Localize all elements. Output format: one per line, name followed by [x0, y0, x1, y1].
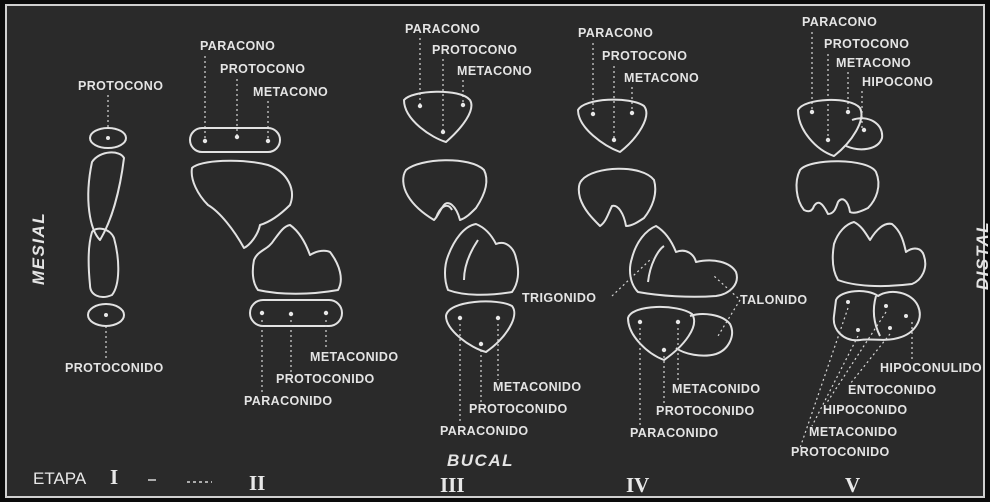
stage-5-entoconido-label: ENTOCONIDO — [848, 383, 937, 397]
stage-5-protocono-label: PROTOCONO — [824, 37, 909, 51]
stage-3-upper-cusps — [403, 90, 473, 143]
stage-1-lower-tooth — [87, 227, 120, 298]
stage-4-metacono-label: METACONO — [624, 71, 699, 85]
stage-4-protoconido-label: PROTOCONIDO — [656, 404, 755, 418]
stage-1-protoconido-label: PROTOCONIDO — [65, 361, 164, 375]
stage-4-group: PARACONO PROTOCONO METACONO TRIGONIDO TA… — [522, 26, 808, 440]
stage-5-metacono-label: METACONO — [836, 56, 911, 70]
stage-3-numeral: III — [440, 473, 465, 497]
stage-5-protoconido-label: PROTOCONIDO — [791, 445, 890, 459]
stage-3-paraconido-label: PARACONIDO — [440, 424, 529, 438]
stage-2-upper-tooth — [190, 159, 293, 249]
stage-4-paracono-label: PARACONO — [578, 26, 653, 40]
stage-3-protoconido-label: PROTOCONIDO — [469, 402, 568, 416]
stage-2-paraconido-label: PARACONIDO — [244, 394, 333, 408]
stage-5-lower-cusps — [832, 290, 921, 342]
stage-4-trigonido-label: TRIGONIDO — [522, 291, 596, 305]
stage-3-metacono-label: METACONO — [457, 64, 532, 78]
stage-3-protocono-label: PROTOCONO — [432, 43, 517, 57]
stage-5-hypocone — [845, 117, 884, 151]
bucal-label: BUCAL — [447, 451, 514, 470]
stage-2-metaconido-label: METACONIDO — [310, 350, 399, 364]
stage-4-upper-cusps — [577, 98, 648, 153]
stage-5-paracono-label: PARACONO — [802, 15, 877, 29]
stage-3-lower-cusps — [445, 300, 516, 353]
stage-3-upper-tooth — [402, 159, 488, 221]
stage-5-hipoconido-label: HIPOCONIDO — [823, 403, 908, 417]
stage-1-upper-cusp — [89, 127, 127, 149]
stage-5-numeral: V — [845, 473, 860, 497]
stage-2-metacono-label: METACONO — [253, 85, 328, 99]
stage-4-paraconido-label: PARACONIDO — [630, 426, 719, 440]
stage-2-protoconido-label: PROTOCONIDO — [276, 372, 375, 386]
stage-2-paracono-label: PARACONO — [200, 39, 275, 53]
stage-5-group: PARACONO PROTOCONO METACONO HIPOCONO HIP… — [791, 15, 982, 459]
stage-4-talonido-label: TALONIDO — [740, 293, 808, 307]
page-frame — [5, 4, 985, 498]
stage-4-upper-tooth — [577, 167, 657, 227]
stage-1-numeral: I — [110, 465, 118, 489]
stage-2-upper-cusps — [189, 127, 281, 153]
stage-4-numeral: IV — [626, 473, 649, 497]
stage-5-upper-tooth — [795, 160, 880, 215]
distal-label: DISTAL — [973, 221, 990, 290]
stage-2-numeral: II — [249, 471, 265, 495]
stage-2-group: PARACONO PROTOCONO METACONO METACONIDO P… — [189, 39, 399, 408]
stage-5-hipoconulido-label: HIPOCONULIDO — [880, 361, 982, 375]
stage-5-upper-cusps — [797, 98, 863, 157]
stage-3-metaconido-label: METACONIDO — [493, 380, 582, 394]
stage-1-upper-tooth — [87, 151, 125, 241]
stage-2-protocono-label: PROTOCONO — [220, 62, 305, 76]
stage-1-protocono-label: PROTOCONO — [78, 79, 163, 93]
stage-2-lower-tooth — [251, 224, 342, 295]
stage-3-lower-tooth — [444, 223, 520, 296]
stage-4-metaconido-label: METACONIDO — [672, 382, 761, 396]
mesial-label: MESIAL — [29, 212, 48, 285]
stage-2-lower-cusps — [249, 299, 343, 327]
stage-prefix: ETAPA — [33, 469, 87, 488]
stage-3-group: PARACONO PROTOCONO METACONO METACONIDO P… — [402, 22, 582, 438]
stage-3-paracono-label: PARACONO — [405, 22, 480, 36]
stage-4-lower-tooth — [629, 225, 738, 298]
stage-5-metaconido-label: METACONIDO — [809, 425, 898, 439]
stage-4-protocono-label: PROTOCONO — [602, 49, 687, 63]
stage-1-group: PROTOCONO PROTOCONIDO — [65, 79, 164, 375]
stage-4-talonid-basin — [675, 313, 734, 357]
stage-5-hipocono-label: HIPOCONO — [862, 75, 933, 89]
stage-5-lower-tooth — [831, 221, 927, 288]
stage-4-lower-cusps — [627, 305, 695, 361]
